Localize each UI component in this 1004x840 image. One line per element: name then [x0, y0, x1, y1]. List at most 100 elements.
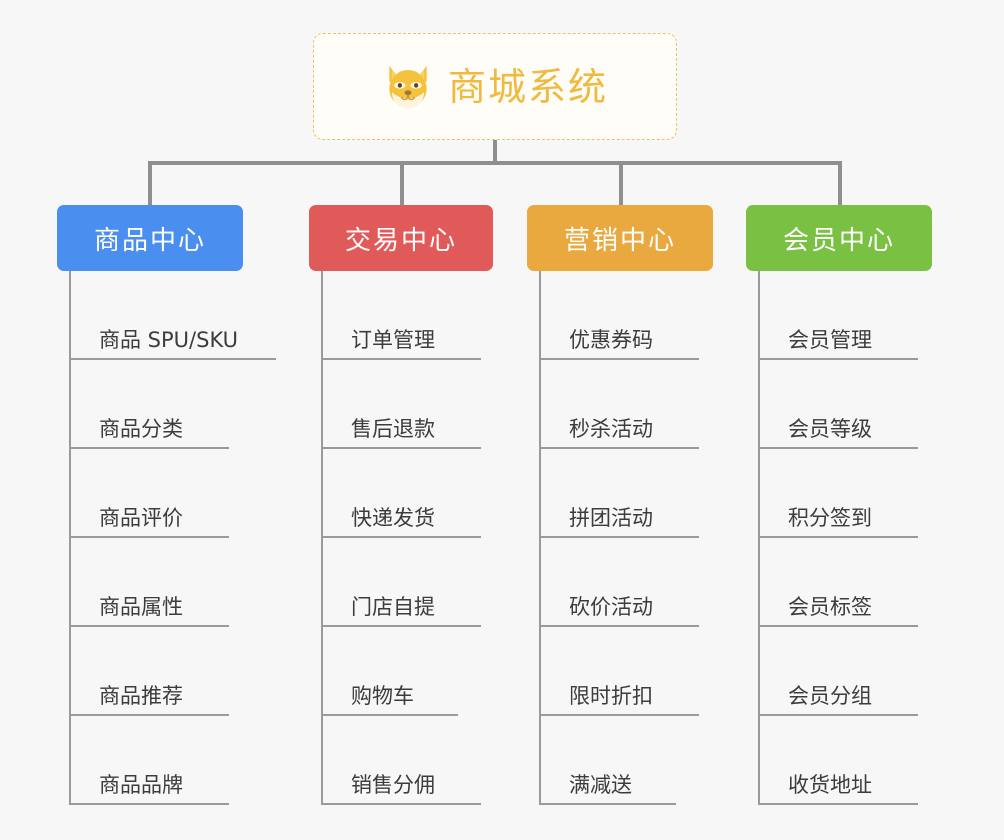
leaf-item-label: 会员等级	[788, 417, 872, 441]
leaf-item-underline	[69, 447, 229, 449]
connector-drop-1	[148, 161, 152, 205]
leaf-item-underline	[321, 625, 481, 627]
leaf-item[interactable]: 订单管理	[321, 271, 505, 360]
category-header-label: 交易中心	[344, 225, 457, 256]
leaf-item[interactable]: 会员等级	[758, 360, 944, 449]
leaf-item-underline	[539, 714, 699, 716]
leaf-item[interactable]: 购物车	[321, 627, 505, 716]
column-spine-2	[321, 271, 323, 805]
leaf-item-underline	[321, 803, 481, 805]
leaf-item-label: 售后退款	[351, 417, 435, 441]
leaf-item[interactable]: 积分签到	[758, 449, 944, 538]
leaf-item-underline	[69, 714, 229, 716]
category-header-label: 营销中心	[563, 225, 676, 256]
category-header-label: 会员中心	[782, 225, 895, 256]
leaf-item[interactable]: 快递发货	[321, 449, 505, 538]
leaf-item-label: 快递发货	[351, 506, 435, 530]
column-spine-4	[758, 271, 760, 805]
leaf-item-label: 收货地址	[788, 773, 872, 797]
leaf-item-label: 满减送	[569, 773, 632, 797]
leaf-item-underline	[539, 358, 699, 360]
column-spine-3	[539, 271, 541, 805]
leaf-item[interactable]: 会员分组	[758, 627, 944, 716]
category-column-1: 商品中心商品 SPU/SKU 商品分类商品评价商品属性商品推荐商品品牌	[57, 205, 276, 805]
leaf-item[interactable]: 收货地址	[758, 716, 944, 805]
leaf-item-label: 商品 SPU/SKU	[99, 328, 239, 352]
leaf-item-underline	[69, 358, 276, 360]
leaf-item[interactable]: 售后退款	[321, 360, 505, 449]
leaf-item-list: 订单管理售后退款快递发货门店自提购物车销售分佣	[321, 271, 505, 805]
category-column-4: 会员中心会员管理会员等级积分签到会员标签会员分组收货地址	[746, 205, 932, 805]
column-spine-1	[69, 271, 71, 805]
leaf-item-label: 会员标签	[788, 595, 872, 619]
leaf-item-underline	[758, 536, 918, 538]
leaf-item-label: 优惠券码	[569, 328, 653, 352]
leaf-item-underline	[321, 714, 458, 716]
leaf-item[interactable]: 商品品牌	[69, 716, 255, 805]
leaf-item[interactable]: 商品推荐	[69, 627, 255, 716]
leaf-item[interactable]: 限时折扣	[539, 627, 725, 716]
category-header-3[interactable]: 营销中心	[527, 205, 713, 271]
leaf-item-underline	[758, 803, 918, 805]
leaf-item-list: 商品 SPU/SKU 商品分类商品评价商品属性商品推荐商品品牌	[69, 271, 276, 805]
leaf-item[interactable]: 满减送	[539, 716, 725, 805]
leaf-item[interactable]: 会员标签	[758, 538, 944, 627]
leaf-item-label: 砍价活动	[569, 595, 653, 619]
leaf-item[interactable]: 门店自提	[321, 538, 505, 627]
leaf-item-list: 会员管理会员等级积分签到会员标签会员分组收货地址	[758, 271, 944, 805]
connector-drop-3	[619, 161, 623, 205]
leaf-item[interactable]: 商品 SPU/SKU	[69, 271, 276, 360]
category-header-1[interactable]: 商品中心	[57, 205, 243, 271]
connector-drop-4	[838, 161, 842, 205]
leaf-item-label: 限时折扣	[569, 684, 653, 708]
leaf-item-underline	[539, 536, 699, 538]
leaf-item-underline	[758, 358, 918, 360]
leaf-item[interactable]: 商品分类	[69, 360, 255, 449]
root-node[interactable]: 商城系统	[313, 33, 677, 140]
leaf-item-label: 门店自提	[351, 595, 435, 619]
leaf-item-label: 商品属性	[99, 595, 183, 619]
leaf-item-label: 商品评价	[99, 506, 183, 530]
category-column-3: 营销中心优惠券码秒杀活动拼团活动砍价活动限时折扣满减送	[527, 205, 713, 805]
leaf-item-list: 优惠券码秒杀活动拼团活动砍价活动限时折扣满减送	[539, 271, 725, 805]
leaf-item-label: 拼团活动	[569, 506, 653, 530]
leaf-item-underline	[539, 447, 699, 449]
leaf-item-underline	[539, 625, 699, 627]
category-header-4[interactable]: 会员中心	[746, 205, 932, 271]
leaf-item[interactable]: 商品属性	[69, 538, 255, 627]
leaf-item-underline	[69, 803, 229, 805]
leaf-item-underline	[758, 447, 918, 449]
leaf-item-label: 会员分组	[788, 684, 872, 708]
leaf-item-label: 商品分类	[99, 417, 183, 441]
leaf-item[interactable]: 商品评价	[69, 449, 255, 538]
leaf-item-underline	[758, 625, 918, 627]
leaf-item-underline	[69, 625, 229, 627]
leaf-item[interactable]: 砍价活动	[539, 538, 725, 627]
connector-root-stem	[493, 140, 497, 165]
leaf-item-label: 积分签到	[788, 506, 872, 530]
root-title: 商城系统	[447, 64, 608, 109]
category-column-2: 交易中心订单管理售后退款快递发货门店自提购物车销售分佣	[309, 205, 493, 805]
connector-drop-2	[400, 161, 404, 205]
leaf-item-label: 商品推荐	[99, 684, 183, 708]
leaf-item-label: 订单管理	[351, 328, 435, 352]
leaf-item-label: 商品品牌	[99, 773, 183, 797]
category-header-label: 商品中心	[93, 225, 206, 256]
leaf-item-label: 秒杀活动	[569, 417, 653, 441]
leaf-item-underline	[69, 536, 229, 538]
leaf-item[interactable]: 拼团活动	[539, 449, 725, 538]
leaf-item-underline	[539, 803, 676, 805]
leaf-item-label: 购物车	[351, 684, 414, 708]
connector-horizontal-bus	[150, 161, 840, 165]
leaf-item[interactable]: 销售分佣	[321, 716, 505, 805]
shiba-dog-face-icon	[389, 65, 427, 108]
leaf-item-underline	[758, 714, 918, 716]
leaf-item[interactable]: 秒杀活动	[539, 360, 725, 449]
leaf-item[interactable]: 会员管理	[758, 271, 944, 360]
leaf-item-label: 会员管理	[788, 328, 872, 352]
leaf-item[interactable]: 优惠券码	[539, 271, 725, 360]
leaf-item-label: 销售分佣	[351, 773, 435, 797]
leaf-item-underline	[321, 358, 481, 360]
category-header-2[interactable]: 交易中心	[309, 205, 493, 271]
